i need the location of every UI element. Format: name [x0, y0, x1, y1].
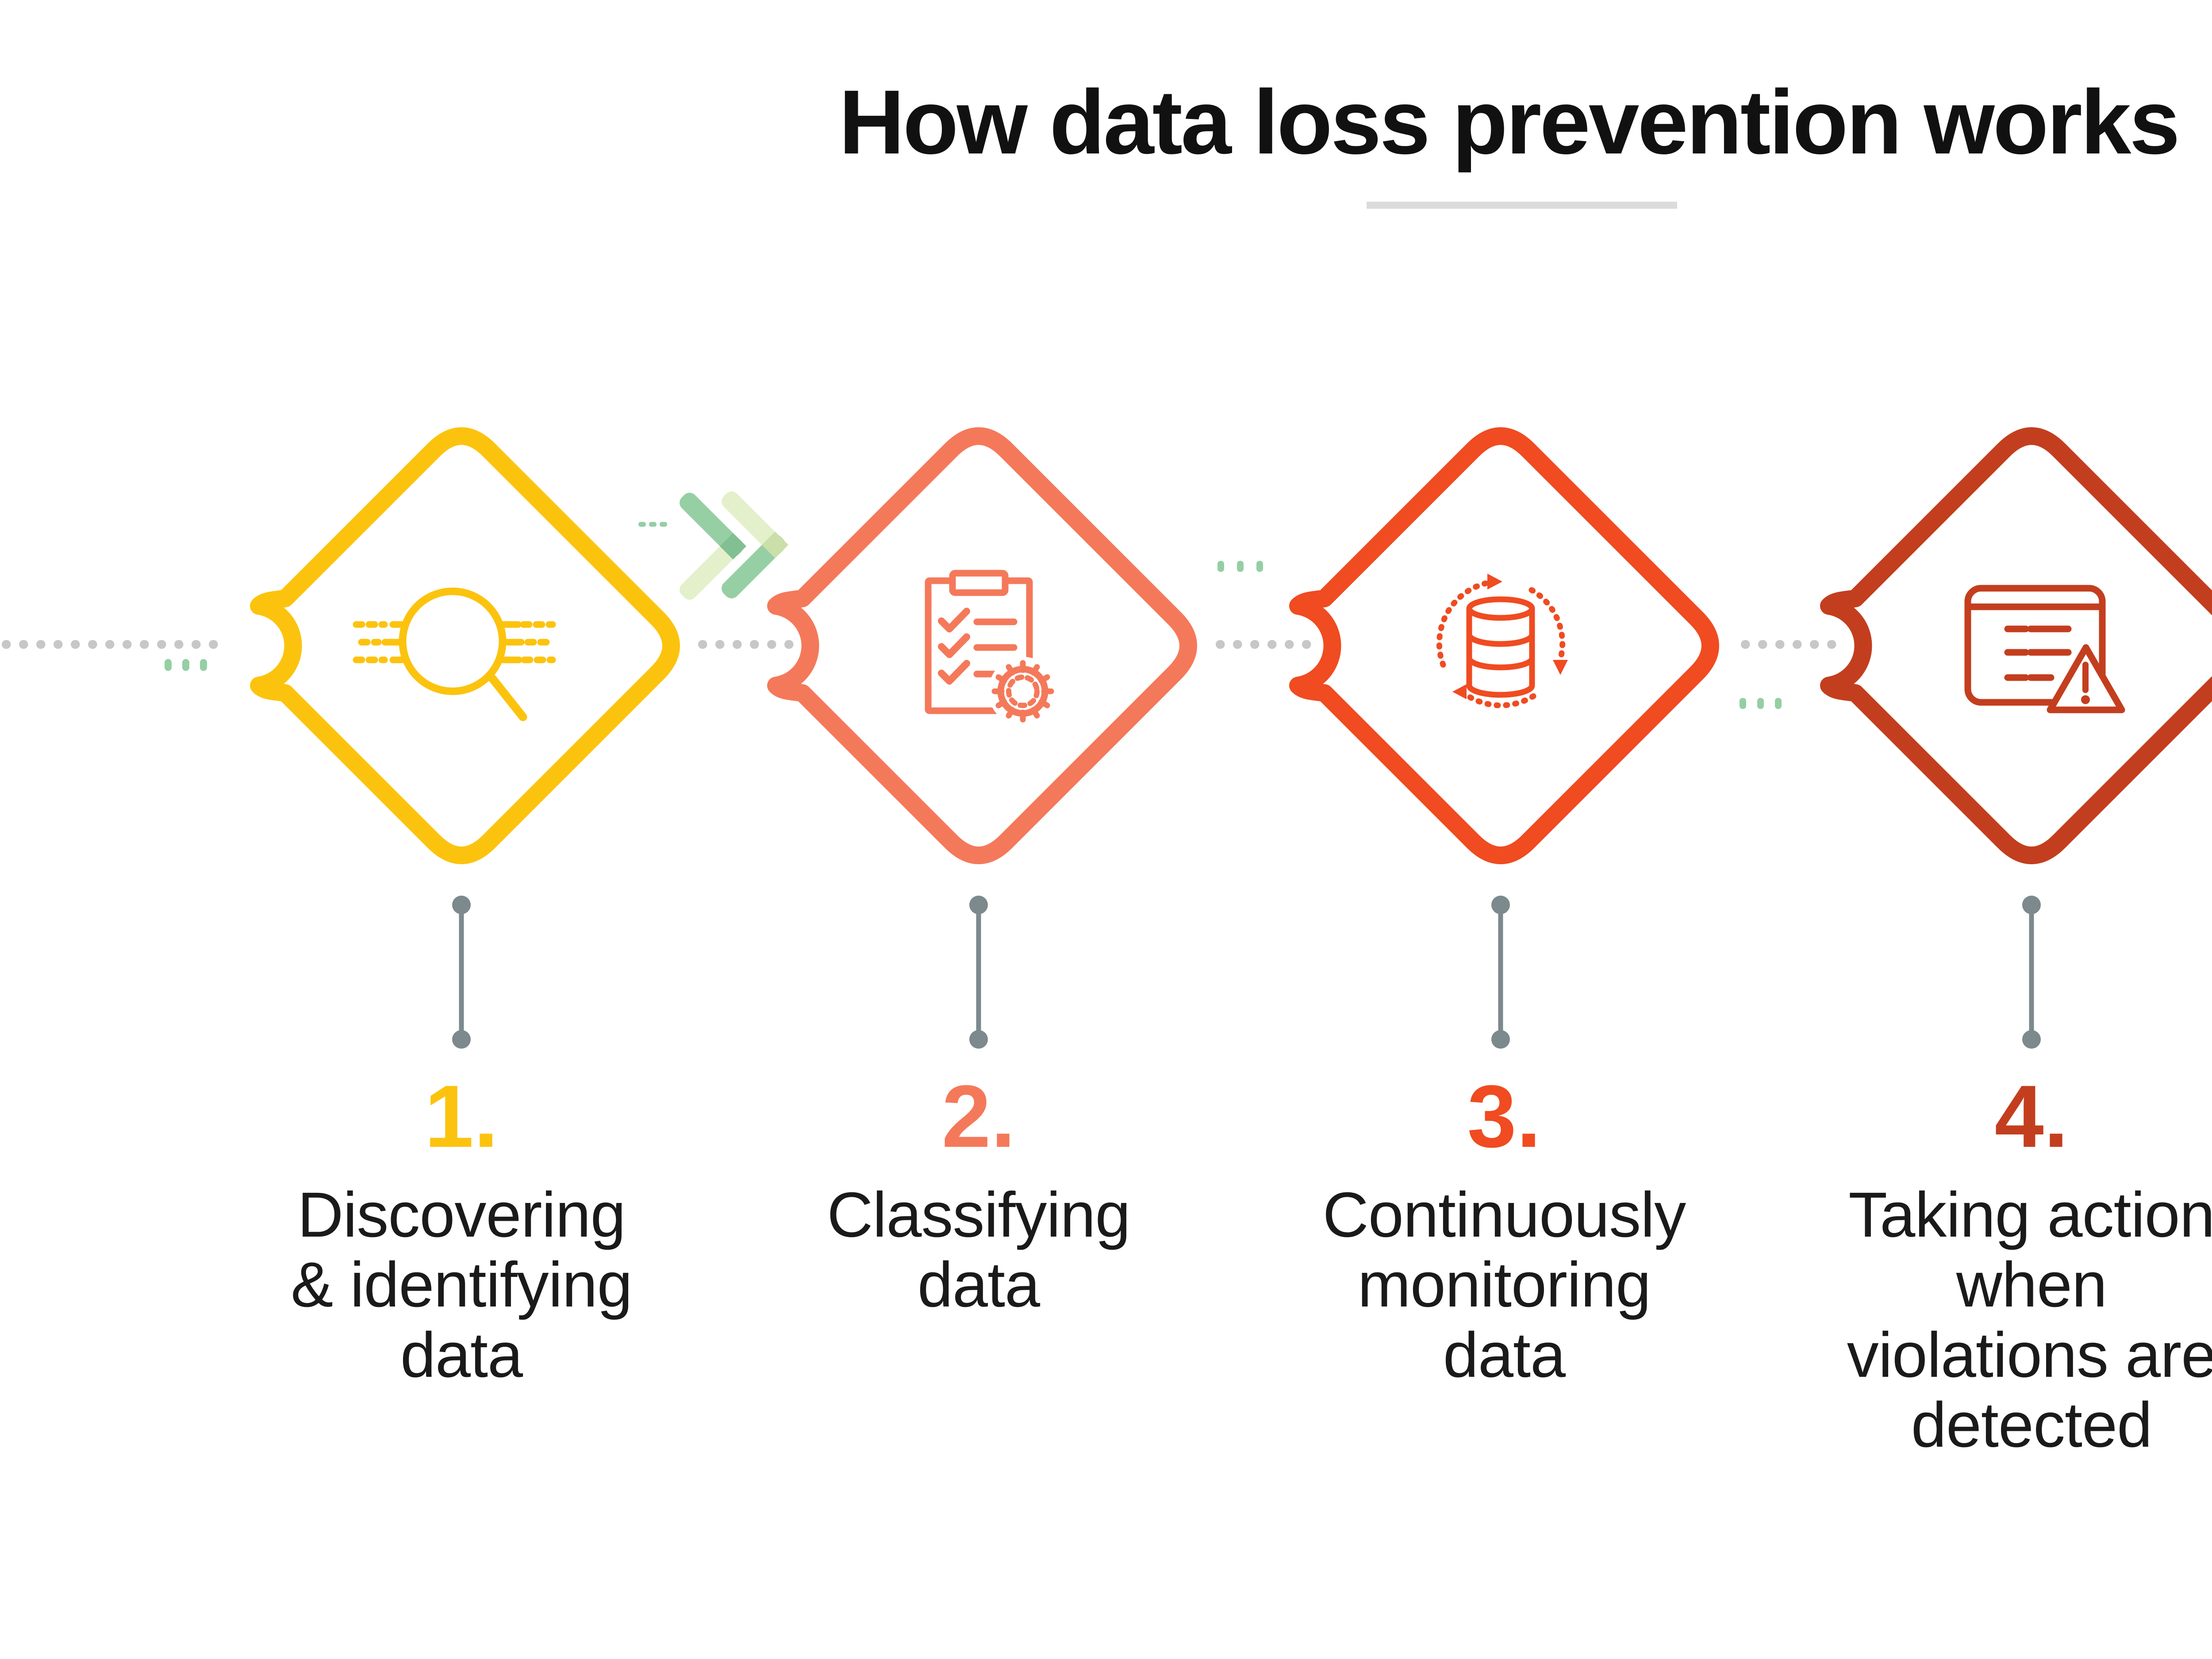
database-sync-icon: [1436, 574, 1568, 709]
clipboard-clip: [949, 570, 1009, 596]
chevron-icon: [722, 491, 788, 598]
warning-triangle-icon: [2047, 644, 2125, 713]
database-cylinder: [1466, 596, 1535, 698]
connector-step-2: [969, 896, 988, 1049]
browser-list-lines: [2004, 625, 2072, 681]
accent-dots-left-of-step1: [165, 659, 207, 671]
title-underline: [1367, 202, 1677, 209]
step-4-number: 4.: [1994, 1067, 2069, 1166]
connector-step-3: [1491, 896, 1510, 1049]
browser-warning-icon: [1964, 585, 2125, 713]
step-1-label: Discovering & identifying data: [291, 1179, 632, 1391]
step-3-label: Continuously monitoring data: [1322, 1179, 1686, 1391]
search-discovery-icon: [353, 587, 557, 721]
step-4-diamond: [1820, 427, 2212, 864]
step-3-number: 3.: [1467, 1067, 1541, 1166]
step-2-number: 2.: [941, 1067, 1016, 1166]
connector-step-4: [2022, 896, 2041, 1049]
step-1-number: 1.: [424, 1067, 499, 1166]
accent-dots-before-chevron-1: [638, 522, 667, 527]
browser-window: [1964, 585, 2106, 706]
page-title: How data loss prevention works: [839, 71, 2180, 173]
accent-dots-between-2-3: [1217, 561, 1263, 572]
connector-step-1: [452, 896, 471, 1049]
clipboard-checklist-gear-icon: [925, 570, 1057, 726]
sync-arrowheads: [1452, 574, 1568, 699]
step-4-label: Taking action when violations are detect…: [1847, 1179, 2212, 1461]
step-connectors: [452, 896, 2041, 1049]
speed-lines-left: [353, 621, 406, 663]
speed-lines-right: [499, 621, 557, 663]
step-2-label: Classifying data: [827, 1179, 1130, 1321]
checkmarks: [938, 608, 970, 685]
gear-icon: [988, 657, 1057, 726]
accent-dots-between-3-4: [1740, 698, 1782, 709]
step-1-diamond: [250, 427, 680, 864]
magnifier-handle: [488, 674, 527, 721]
chevron-icon: [680, 493, 746, 600]
sync-arrow-arcs: [1436, 580, 1566, 709]
green-accent-dots: [165, 522, 1782, 709]
double-chevron-arrow-1: [680, 491, 788, 600]
